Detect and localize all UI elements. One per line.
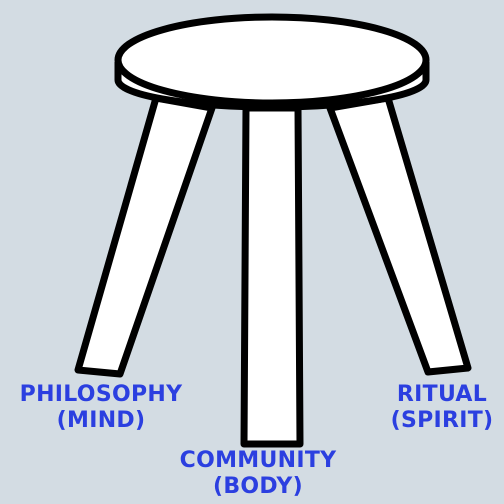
stool-leg-left <box>78 98 212 374</box>
leg-label-community: COMMUNITY (BODY) <box>178 448 338 500</box>
leg-subtitle-mind: (MIND) <box>6 408 196 434</box>
stool-leg-center <box>244 108 300 444</box>
stool-seat-top <box>118 17 426 103</box>
leg-subtitle-body: (BODY) <box>178 474 338 500</box>
leg-title-ritual: RITUAL <box>386 382 498 408</box>
stool-leg-right <box>330 98 468 372</box>
leg-label-philosophy: PHILOSOPHY (MIND) <box>6 382 196 434</box>
leg-title-community: COMMUNITY <box>178 448 338 474</box>
leg-label-ritual: RITUAL (SPIRIT) <box>386 382 498 434</box>
leg-subtitle-spirit: (SPIRIT) <box>386 408 498 434</box>
leg-title-philosophy: PHILOSOPHY <box>6 382 196 408</box>
